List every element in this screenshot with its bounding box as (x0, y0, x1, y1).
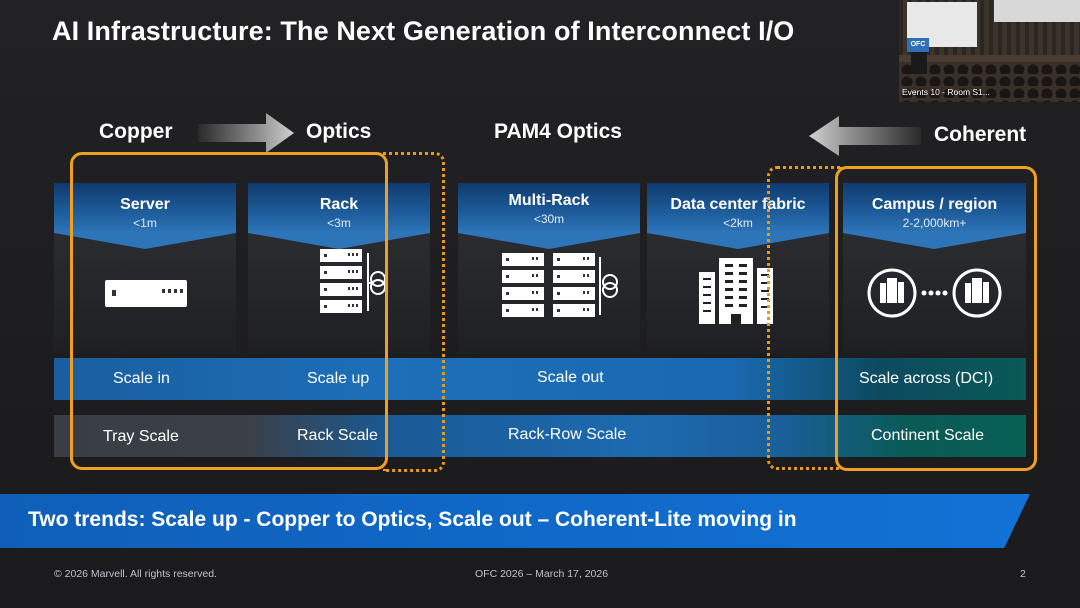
video-screen-right (994, 0, 1080, 22)
label-scale-in: Scale in (113, 370, 170, 387)
label-scale-up: Scale up (307, 370, 370, 387)
column-name: Rack (319, 196, 359, 213)
header-pam4-optics: PAM4 Optics (494, 120, 622, 143)
column-server: Server <1m (54, 183, 236, 353)
slide-title: AI Infrastructure: The Next Generation o… (52, 16, 795, 46)
rack-servers-icon (320, 249, 386, 313)
column-distance: 2-2,000km+ (902, 216, 967, 230)
trend-banner-text: Two trends: Scale up - Copper to Optics,… (28, 508, 797, 531)
geography-row: Tray Scale Rack Scale Rack-Row Scale Con… (54, 415, 1026, 457)
column-name: Campus / region (871, 196, 998, 213)
server-tray-icon (105, 280, 187, 307)
coherent-highlight-frame (835, 166, 1037, 471)
multi-rack-icon (502, 253, 618, 317)
video-audience (899, 62, 1080, 102)
label-continent-scale: Continent Scale (871, 427, 984, 444)
header-optics: Optics (306, 120, 372, 143)
label-rack-row-scale: Rack-Row Scale (508, 426, 627, 443)
column-name: Multi-Rack (508, 192, 590, 209)
coherent-dotted-frame (767, 166, 843, 470)
datacenter-building-icon (699, 258, 773, 324)
footer-page-number: 2 (1020, 568, 1026, 580)
trend-banner (0, 494, 1030, 548)
optics-dotted-frame (383, 152, 445, 472)
campus-link-icon (867, 268, 1002, 318)
scale-row: Scale in Scale up Scale out Scale across… (54, 358, 1026, 400)
column-name: Data center fabric (670, 196, 806, 213)
label-rack-scale: Rack Scale (297, 427, 378, 444)
label-tray-scale: Tray Scale (103, 428, 179, 445)
footer-copyright: © 2026 Marvell. All rights reserved. (54, 568, 217, 580)
arrow-right-icon (198, 113, 294, 153)
column-distance: <2km (723, 216, 753, 230)
column-distance: <3m (327, 216, 351, 230)
column-distance: <1m (133, 216, 157, 230)
column-campus-region: Campus / region 2-2,000km+ (843, 183, 1026, 353)
label-scale-across: Scale across (DCI) (859, 370, 994, 387)
column-name: Server (120, 196, 170, 213)
footer-event: OFC 2026 – March 17, 2026 (475, 568, 609, 580)
header-coherent: Coherent (934, 123, 1027, 146)
column-multi-rack: Multi-Rack <30m (458, 183, 640, 353)
speaker-video-inset: OFC Events 10 - Room S1... (899, 0, 1080, 102)
scale-up-highlight-frame (70, 152, 388, 470)
column-data-center-fabric: Data center fabric <2km (647, 183, 829, 353)
header-copper: Copper (99, 120, 173, 143)
label-scale-out: Scale out (537, 369, 604, 386)
ofc-logo: OFC (907, 38, 929, 52)
arrow-left-icon (809, 116, 921, 156)
video-podium (911, 52, 927, 74)
video-caption: Events 10 - Room S1... (902, 87, 990, 97)
column-rack: Rack <3m (248, 183, 430, 353)
column-distance: <30m (533, 212, 565, 226)
